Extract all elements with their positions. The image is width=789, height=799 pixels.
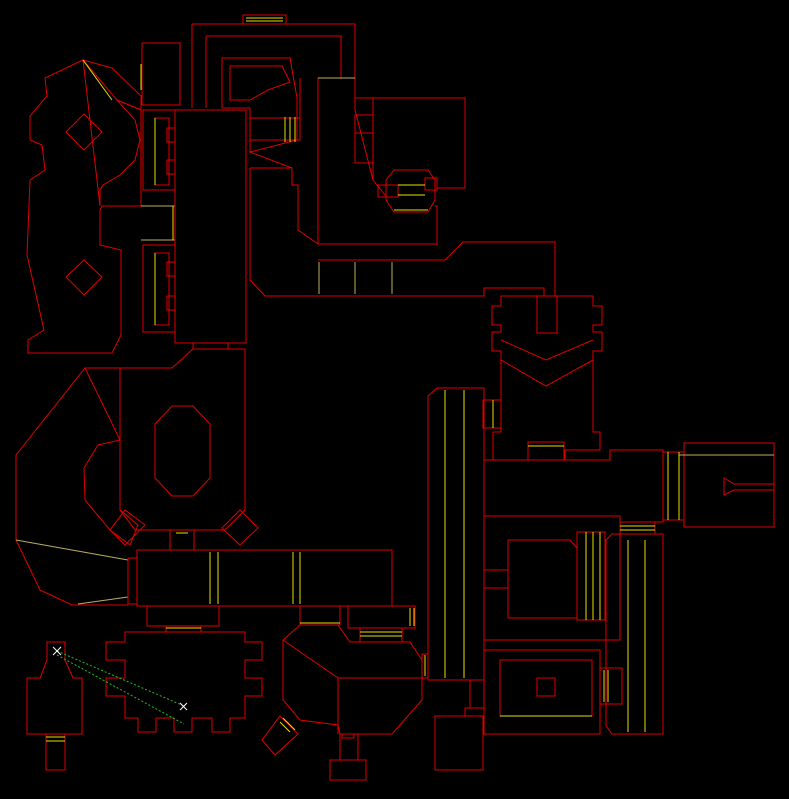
arena-pod (221, 509, 259, 546)
sw-room (105, 631, 263, 733)
west-cave (26, 59, 142, 354)
south-room-bay (347, 605, 416, 629)
south-pad (329, 759, 367, 781)
ne-lift-side (377, 184, 399, 198)
pod-step (279, 721, 291, 733)
east-room-wall (317, 77, 386, 244)
long-corridor (437, 387, 485, 680)
se-platform (499, 659, 593, 717)
exit-room (683, 442, 775, 528)
fortress-gate (536, 295, 558, 334)
fortress-wall (500, 359, 594, 387)
west-grey (15, 539, 129, 561)
west-curve (15, 367, 128, 606)
sw-chamber (26, 641, 83, 735)
east-hall-alcove (599, 667, 623, 705)
se-room-south (483, 649, 601, 735)
east-corridor-west-wall (249, 151, 319, 245)
cave-pillar-north (65, 113, 103, 151)
south-room-divider (282, 639, 422, 679)
exit-switch (723, 477, 775, 496)
north-corridor-inner (206, 35, 342, 78)
west-niche-south (142, 244, 176, 333)
arena-center (154, 405, 211, 497)
east-hall (605, 533, 664, 735)
south-room-stairs (359, 627, 403, 643)
south-room-door (299, 605, 341, 626)
arena (119, 348, 246, 531)
south-pod (261, 715, 299, 756)
west-cave-north (81, 59, 142, 111)
north-chamber-inner (229, 65, 291, 101)
south-closet (434, 715, 484, 771)
teleport-line (56, 650, 185, 707)
se-steps (576, 531, 606, 621)
thing-x-marker (52, 646, 62, 656)
long-corridor-west (427, 387, 438, 681)
east-corridor (318, 205, 438, 245)
niche-bump (166, 261, 176, 277)
south-room (282, 624, 423, 735)
teleport-line (56, 654, 185, 725)
ne-room (373, 97, 466, 189)
thing-x-marker (179, 702, 188, 711)
central-hall-door (127, 557, 138, 605)
ne-lift-side (424, 177, 438, 191)
main-hall-door (192, 342, 229, 350)
wall-bump (354, 114, 374, 134)
top-ledge (242, 14, 287, 25)
niche-bump (166, 295, 176, 311)
pod-step (282, 717, 296, 731)
fortress-wall (500, 339, 594, 361)
south-exit-door (341, 733, 355, 739)
east-corridor-south (318, 241, 556, 296)
niche-bump (166, 159, 176, 175)
hall-south-door (165, 625, 202, 633)
lower-corridor-wall (249, 168, 545, 297)
hall-south-bay (146, 605, 220, 627)
cave-pillar-south (65, 259, 103, 296)
north-passage (249, 117, 301, 141)
wall-bump (354, 132, 374, 164)
ne-lift (385, 169, 436, 213)
fortress-door (527, 441, 565, 461)
east-fortress (491, 295, 603, 461)
se-pillar (536, 677, 556, 697)
se-room-inner (507, 539, 578, 619)
south-closet-link (464, 707, 470, 716)
niche-bump (166, 127, 176, 143)
exit-passage (662, 451, 685, 521)
north-closet (141, 42, 181, 106)
fortress-side (482, 399, 502, 429)
south-room-link (421, 653, 429, 679)
arena-west (83, 367, 139, 546)
west-grey (77, 596, 129, 605)
se-door (619, 521, 656, 535)
se-link (469, 680, 484, 709)
north-corridor (192, 23, 373, 99)
central-hall (136, 549, 393, 607)
main-hall (174, 109, 247, 344)
arena-pod (109, 509, 146, 546)
east-lobby (483, 432, 664, 523)
se-room-north (484, 515, 621, 641)
west-niche-north (142, 109, 176, 191)
cave-step (82, 59, 113, 101)
north-chamber (221, 57, 298, 153)
sw-closet (45, 733, 66, 771)
